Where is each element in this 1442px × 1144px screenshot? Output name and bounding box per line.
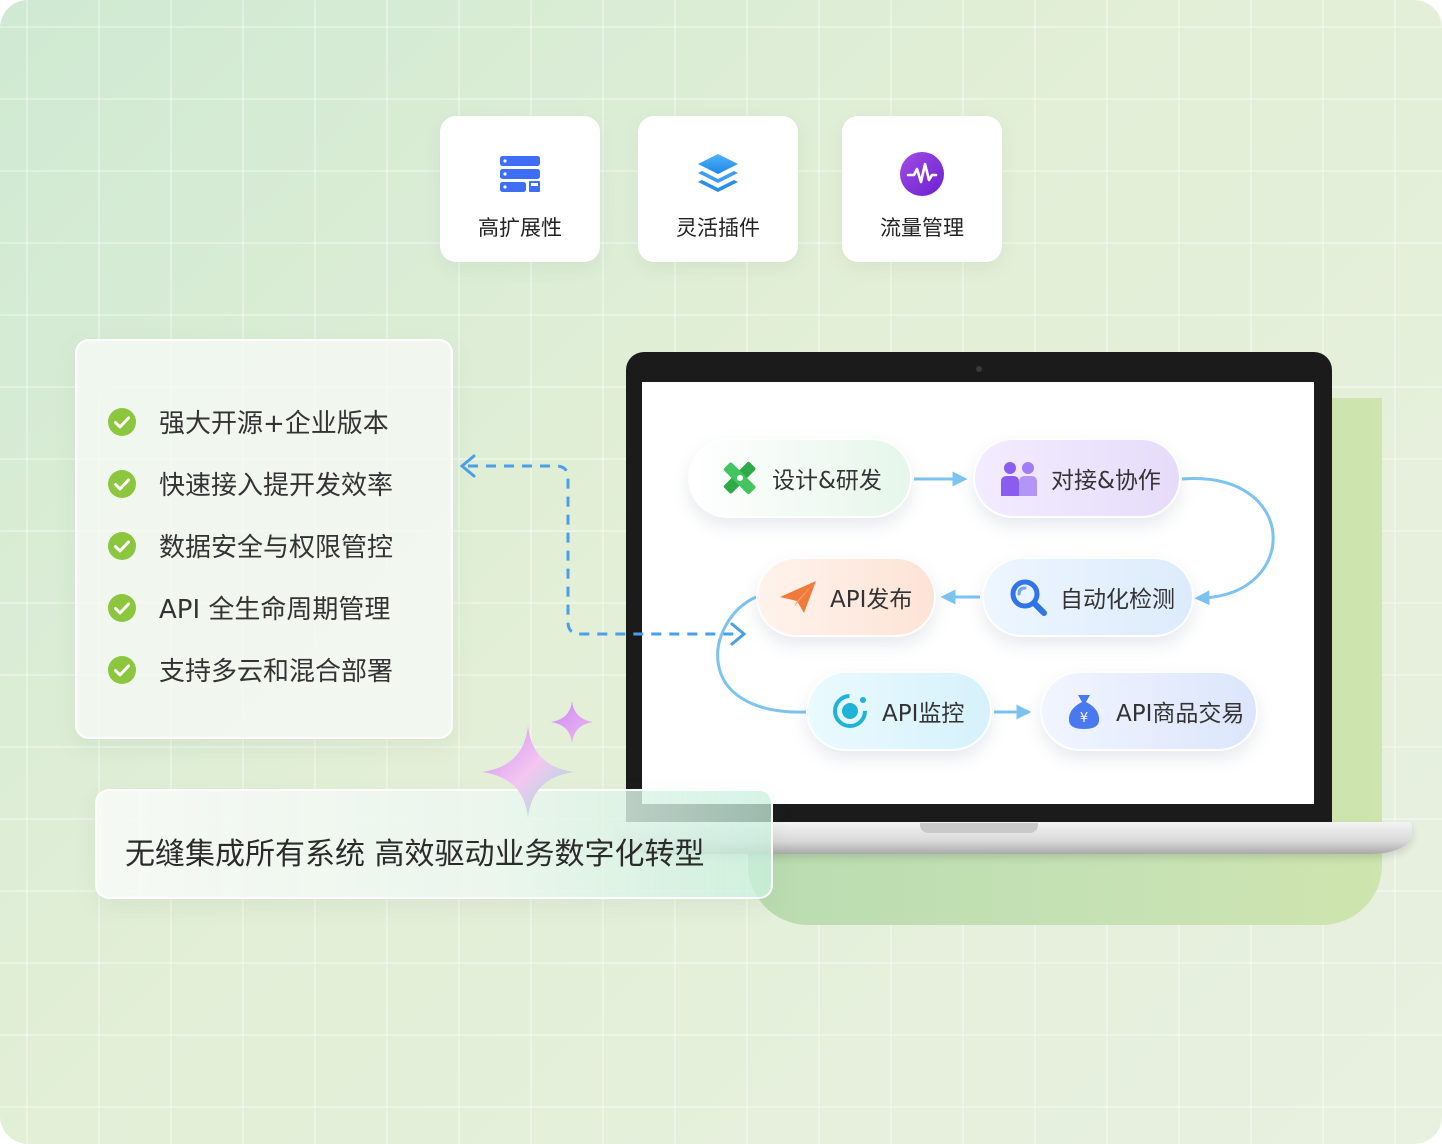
- feature-label: 高扩展性: [478, 216, 562, 240]
- flow-step-label: API监控: [882, 701, 965, 727]
- flow-step-label: API发布: [830, 587, 913, 613]
- flow-step-collab: 对接&协作: [973, 438, 1181, 518]
- flow-step-detect: 自动化检测: [982, 557, 1194, 637]
- flow-step-label: 自动化检测: [1060, 587, 1175, 613]
- people-icon: [1001, 462, 1037, 496]
- list-item-text: 强大开源+企业版本: [159, 409, 389, 439]
- paper-plane-icon: [780, 581, 816, 613]
- server-stack-icon: [500, 156, 542, 194]
- flow-step-monitor: API监控: [806, 671, 992, 751]
- list-item-text: 快速接入提开发效率: [159, 471, 394, 501]
- list-item: 快速接入提开发效率: [107, 465, 393, 502]
- ruler-pencil-icon: [723, 461, 756, 495]
- tagline-text: 无缝集成所有系统 高效驱动业务数字化转型: [125, 837, 705, 872]
- feature-label: 灵活插件: [676, 216, 760, 240]
- laptop-notch: [920, 823, 1038, 833]
- list-item: API 全生命周期管理: [107, 589, 390, 626]
- sparkle-small-icon: [551, 701, 593, 743]
- feature-label: 流量管理: [880, 216, 964, 240]
- magnifier-icon: [1010, 579, 1047, 616]
- money-bag-icon: ¥: [1068, 695, 1100, 729]
- check-circle-icon: [108, 655, 136, 684]
- check-circle-icon: [108, 531, 136, 560]
- list-item: 强大开源+企业版本: [107, 403, 389, 440]
- list-item-text: 支持多云和混合部署: [159, 657, 394, 687]
- list-item-text: 数据安全与权限管控: [159, 533, 394, 563]
- feature-checklist: 强大开源+企业版本 快速接入提开发效率 数据安全与权限管控 API 全生命周期管…: [75, 339, 453, 739]
- list-item: 数据安全与权限管控: [107, 527, 393, 564]
- check-circle-icon: [108, 469, 136, 498]
- waveform-icon: [900, 152, 944, 196]
- list-item: 支持多云和混合部署: [107, 651, 393, 688]
- list-item-text: API 全生命周期管理: [159, 595, 391, 625]
- flow-step-publish: API发布: [756, 557, 936, 637]
- camera-icon: [976, 366, 982, 372]
- flow-step-label: 设计&研发: [772, 468, 882, 494]
- flow-step-trade: ¥ API商品交易: [1040, 671, 1258, 751]
- feature-card-scalability: 高扩展性: [440, 116, 600, 262]
- sparkle-large-icon: [482, 726, 574, 818]
- yen-glyph: ¥: [1080, 711, 1088, 726]
- layers-icon: [698, 154, 738, 192]
- feature-card-plugins: 灵活插件: [638, 116, 798, 262]
- radar-monitor-icon: [833, 694, 867, 728]
- flow-step-label: 对接&协作: [1051, 468, 1161, 494]
- tagline-banner: 无缝集成所有系统 高效驱动业务数字化转型: [95, 789, 773, 899]
- check-circle-icon: [108, 407, 136, 436]
- feature-card-traffic: 流量管理: [842, 116, 1002, 262]
- flow-step-design: 设计&研发: [688, 438, 912, 518]
- flow-step-label: API商品交易: [1116, 701, 1245, 727]
- check-circle-icon: [108, 593, 136, 622]
